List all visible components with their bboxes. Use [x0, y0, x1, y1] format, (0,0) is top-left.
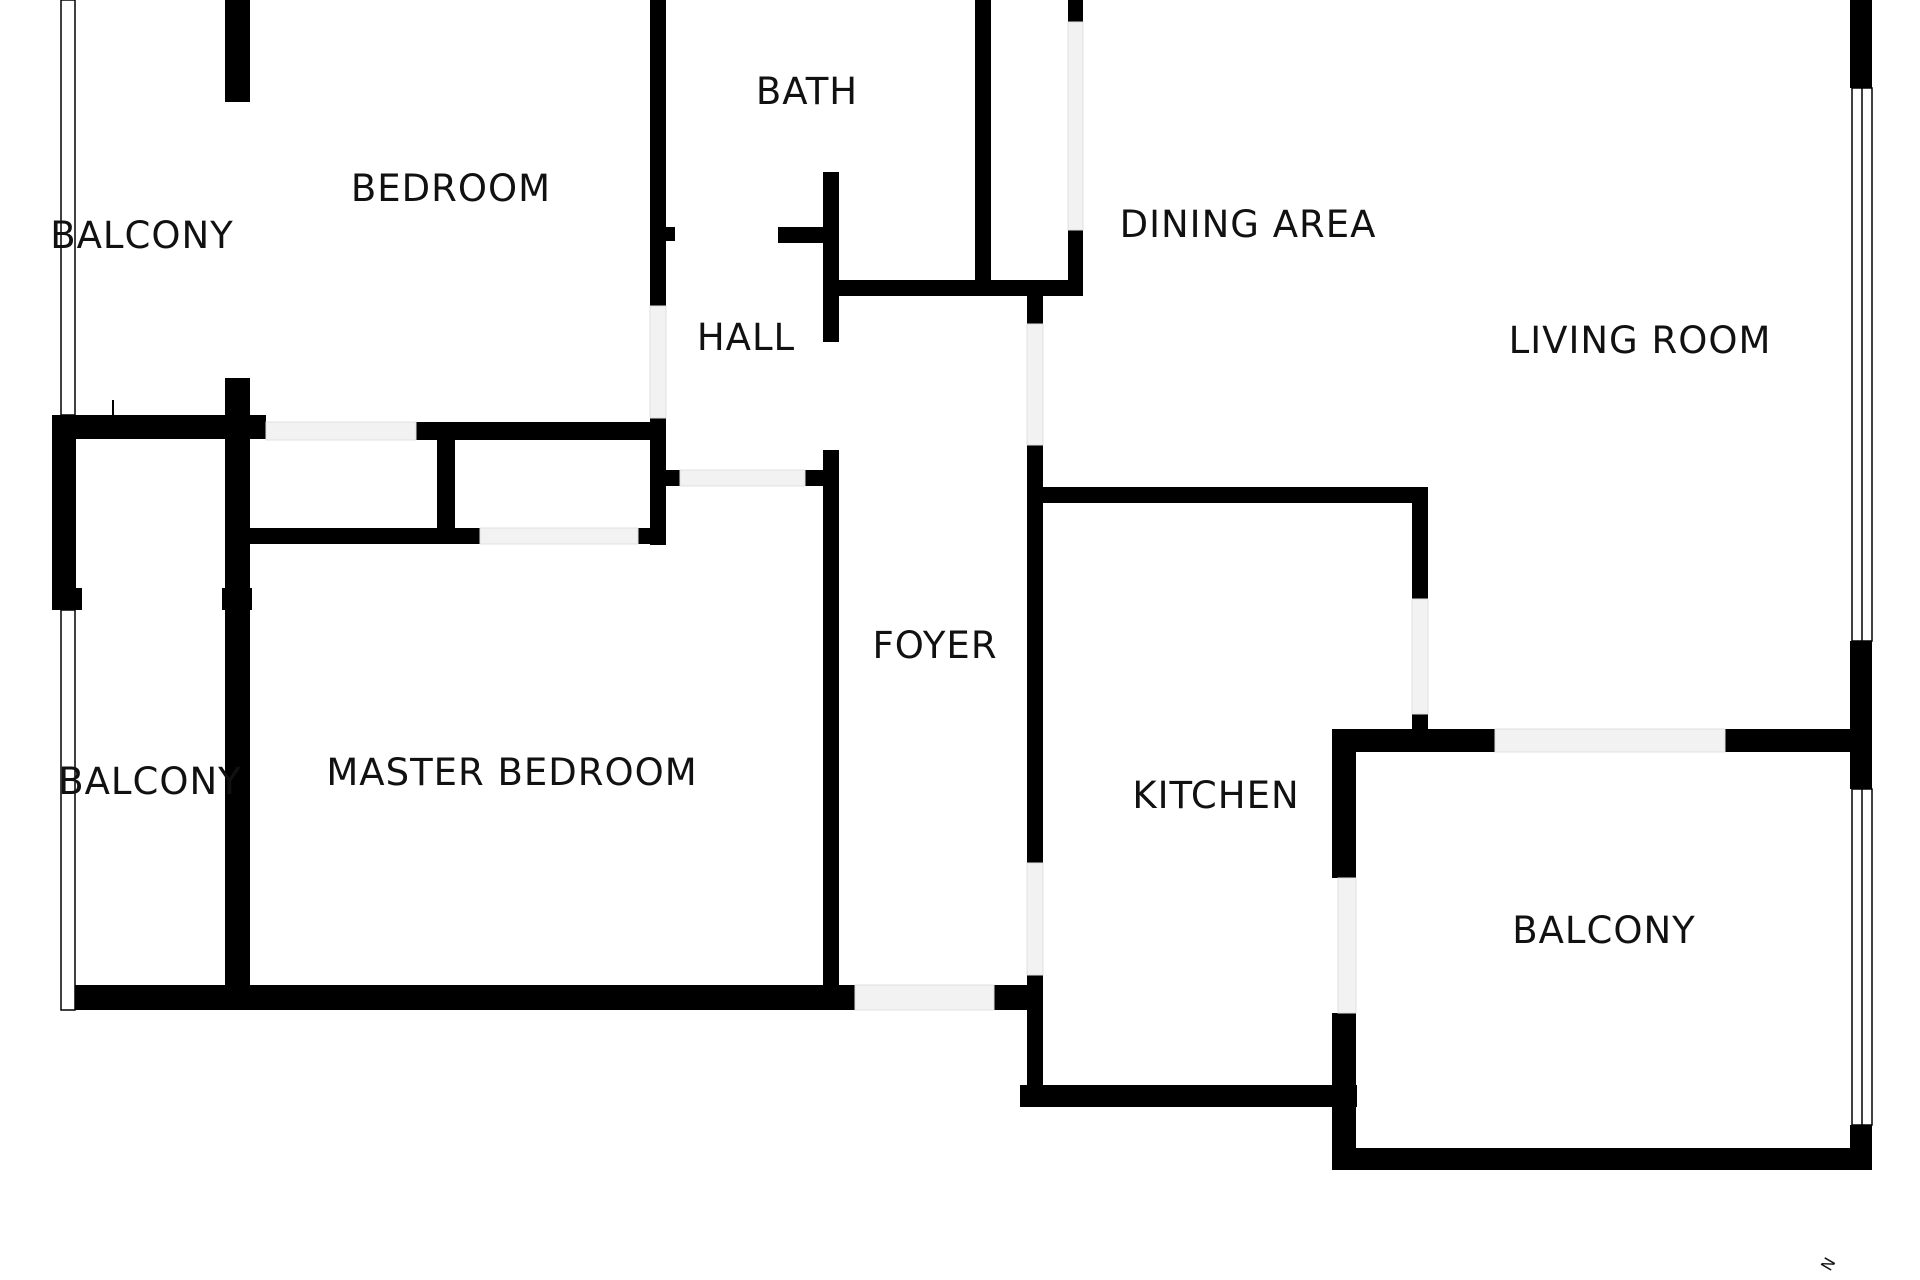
windows: [60, 0, 1873, 1126]
room-label-master-bedroom: MASTER BEDROOM: [326, 751, 697, 794]
opening: [479, 527, 639, 545]
wall: [225, 378, 250, 440]
room-label-bath: BATH: [756, 70, 858, 113]
wall: [1332, 1013, 1356, 1170]
wall: [75, 985, 855, 1010]
wall: [805, 470, 821, 486]
room-labels: BATH BEDROOM BALCONY DINING AREA HALL LI…: [50, 70, 1772, 952]
window: [60, 609, 76, 1011]
wall: [1027, 445, 1043, 863]
wall: [1020, 1085, 1357, 1107]
opening: [265, 421, 417, 441]
wall: [650, 470, 680, 486]
room-label-bedroom: BEDROOM: [351, 167, 551, 210]
wall: [416, 422, 666, 440]
wall: [1332, 1148, 1872, 1170]
wall: [823, 450, 839, 995]
wall: [1068, 230, 1083, 296]
wall: [1725, 729, 1870, 752]
wall: [1412, 487, 1428, 599]
wall: [975, 0, 991, 292]
window: [60, 0, 76, 416]
wall: [1027, 288, 1043, 324]
opening: [1494, 728, 1726, 753]
wall: [650, 227, 675, 241]
wall: [1850, 0, 1872, 88]
room-label-living-room: LIVING ROOM: [1509, 319, 1772, 362]
room-label-balcony-west-lower: BALCONY: [58, 760, 242, 803]
wall: [222, 588, 252, 610]
opening: [854, 984, 995, 1011]
wall: [638, 528, 666, 544]
wall: [437, 422, 455, 544]
wall: [1035, 487, 1428, 503]
wall: [225, 378, 250, 995]
wall: [1850, 1125, 1872, 1170]
compass-north-label: N: [1817, 1254, 1839, 1274]
wall: [1332, 729, 1356, 878]
wall: [823, 280, 1083, 296]
opening: [1337, 877, 1357, 1014]
wall: [225, 0, 250, 102]
opening: [1026, 323, 1044, 446]
opening: [1067, 21, 1084, 231]
wall: [52, 415, 76, 610]
room-label-foyer: FOYER: [872, 624, 997, 667]
openings: [265, 21, 1726, 1014]
room-label-kitchen: KITCHEN: [1132, 774, 1299, 817]
wall: [650, 0, 666, 306]
room-label-balcony-west-upper: BALCONY: [50, 214, 234, 257]
wall: [823, 172, 839, 342]
room-label-balcony-east: BALCONY: [1512, 909, 1696, 952]
room-label-hall: HALL: [697, 316, 795, 359]
room-label-dining-area: DINING AREA: [1120, 203, 1377, 246]
opening: [679, 469, 806, 487]
wall: [225, 528, 480, 544]
opening: [1026, 862, 1044, 976]
wall: [1332, 729, 1495, 752]
wall: [994, 985, 1034, 1010]
wall: [1068, 0, 1083, 22]
wall: [778, 227, 828, 243]
wall: [52, 588, 82, 610]
walls: [52, 0, 1872, 1170]
opening: [649, 305, 667, 419]
opening: [1411, 598, 1429, 715]
wall: [1850, 641, 1872, 789]
